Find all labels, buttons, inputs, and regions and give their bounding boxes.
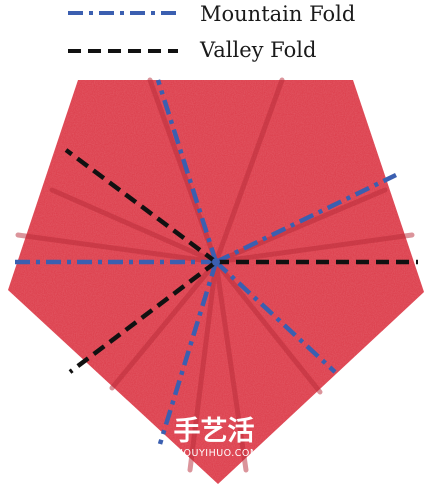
valley-fold-label: Valley Fold (199, 38, 316, 62)
mountain-fold-upper-right (215, 172, 397, 265)
mountain-fold-label: Mountain Fold (200, 2, 355, 26)
valley-fold-lines (64, 148, 418, 374)
faint-creases (15, 77, 415, 473)
legend: Mountain Fold Valley Fold (68, 2, 355, 62)
mountain-fold-lower-right (214, 260, 337, 374)
valley-fold-upper-left (64, 148, 218, 264)
mountain-fold-bottom (157, 261, 219, 445)
watermark-url: SHOUYIHUO.COM (169, 448, 258, 459)
pentagon-paper (8, 77, 424, 484)
watermark: 手艺活 SHOUYIHUO.COM (169, 416, 258, 459)
fold-center-point (212, 258, 220, 266)
mountain-fold-lines (10, 79, 397, 445)
watermark-logo-text: 手艺活 (174, 416, 255, 447)
mountain-fold-top (155, 79, 219, 263)
valley-fold-lower-left (68, 260, 218, 374)
